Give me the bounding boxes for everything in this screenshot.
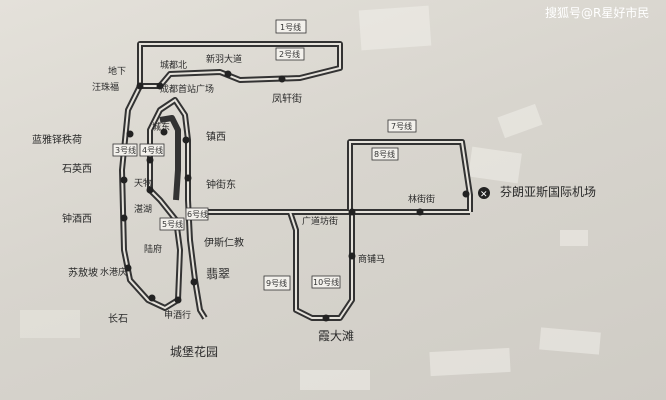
station-dot xyxy=(124,264,132,272)
station-dot xyxy=(174,296,182,304)
station-label-shiying: 石英西 xyxy=(62,162,92,175)
station-label-ditie: 地下 xyxy=(108,65,126,77)
line-tags: 1号线 2号线 3号线 4号线 5号线 6号线 7号线 8号线 9号线 10号线 xyxy=(112,19,417,291)
station-label-chengdu-park: 城堡花园 xyxy=(170,344,218,359)
station-dot xyxy=(224,70,232,78)
svg-text:✕: ✕ xyxy=(480,190,488,200)
station-label-lanya: 蓝雅铎秩荷 xyxy=(32,133,82,146)
station-label-zhanhu: 湛湖 xyxy=(134,204,152,215)
station-dot xyxy=(322,314,330,322)
svg-text:8号线: 8号线 xyxy=(374,149,395,159)
station-label-chengdong: 城东 xyxy=(152,121,170,133)
station-label-linzhu: 林街街 xyxy=(408,193,435,205)
watermark-text: 搜狐号@R星好市民 xyxy=(545,5,649,20)
station-dot xyxy=(182,136,190,144)
station-label-zhengluo: 汪珠福 xyxy=(92,81,119,93)
svg-text:4号线: 4号线 xyxy=(142,145,163,155)
station-label-zhongdian: 钟酒西 xyxy=(62,212,92,225)
track-inner-loop xyxy=(159,115,181,201)
line-tag-l6: 6号线 xyxy=(185,207,209,221)
line-tag-l10: 10号线 xyxy=(311,275,341,289)
station-dot xyxy=(120,214,128,222)
station-dot xyxy=(184,174,192,182)
station-label-xujia: 霞大滩 xyxy=(318,329,354,343)
station-label-suxin: 苏敖坡 xyxy=(68,266,98,279)
station-dot xyxy=(348,252,356,260)
line-tag-l2: 2号线 xyxy=(275,47,305,61)
station-dot xyxy=(416,208,424,216)
svg-text:1号线: 1号线 xyxy=(280,22,301,32)
station-label-shenqi: 申酒行 xyxy=(164,309,191,321)
station-label-zhenxi: 镇西 xyxy=(206,130,226,143)
line-tag-l3: 3号线 xyxy=(112,143,138,157)
station-label-tianwu: 天物 xyxy=(134,177,152,189)
station-label-guangde: 广道坊街 xyxy=(302,215,338,227)
station-label-fengxian: 凤轩街 xyxy=(272,92,302,105)
svg-text:6号线: 6号线 xyxy=(187,209,208,219)
svg-text:10号线: 10号线 xyxy=(313,277,339,287)
station-dot xyxy=(146,186,154,194)
track-south-loop xyxy=(287,211,355,321)
line-tag-l9: 9号线 xyxy=(263,275,291,291)
station-label-yiyunshou: 伊斯仁教 xyxy=(204,236,244,249)
line-tag-l7: 7号线 xyxy=(387,119,417,133)
station-dots xyxy=(120,70,470,322)
station-label-shuiwan: 水港庆 xyxy=(100,266,127,278)
station-label-zhongxia: 钟街东 xyxy=(206,178,236,191)
station-dot xyxy=(190,278,198,286)
station-label-meishu: 商铺马 xyxy=(358,253,385,265)
station-dot xyxy=(278,75,286,83)
station-dot xyxy=(120,176,128,184)
paper-scraps xyxy=(20,5,601,390)
airport-label: 芬朗亚斯国际机场 xyxy=(500,185,596,199)
station-dot xyxy=(136,82,144,90)
station-label-xinyu: 新羽大道 xyxy=(206,53,242,65)
station-label-lufu: 陆府 xyxy=(144,243,162,255)
station-dot xyxy=(148,294,156,302)
station-dot xyxy=(462,190,470,198)
line-tag-l5: 5号线 xyxy=(159,217,185,231)
svg-text:2号线: 2号线 xyxy=(279,49,300,59)
station-label-chengdu-north: 城都北 xyxy=(160,60,187,71)
line-tag-l1: 1号线 xyxy=(275,19,307,34)
station-label-chengdu-square: 成都首站广场 xyxy=(160,83,214,95)
svg-text:7号线: 7号线 xyxy=(391,121,412,131)
svg-text:5号线: 5号线 xyxy=(162,219,183,229)
svg-text:3号线: 3号线 xyxy=(115,145,136,155)
station-dot xyxy=(156,82,164,90)
station-label-feicui: 翡翠 xyxy=(206,267,230,281)
line-tag-l8: 8号线 xyxy=(371,147,399,161)
line-tag-l4: 4号线 xyxy=(139,143,165,157)
station-dot xyxy=(126,130,134,138)
station-labels: 地下 汪珠福 蓝雅铎秩荷 石英西 钟酒西 苏敖坡 水港庆 长石 城堡花园 城都北… xyxy=(32,53,596,359)
station-dot xyxy=(348,208,356,216)
station-dot xyxy=(160,128,168,136)
svg-text:9号线: 9号线 xyxy=(266,278,287,288)
station-label-changshi: 长石 xyxy=(108,313,128,325)
station-dot xyxy=(146,156,154,164)
airport-marker: ✕ xyxy=(478,187,490,200)
